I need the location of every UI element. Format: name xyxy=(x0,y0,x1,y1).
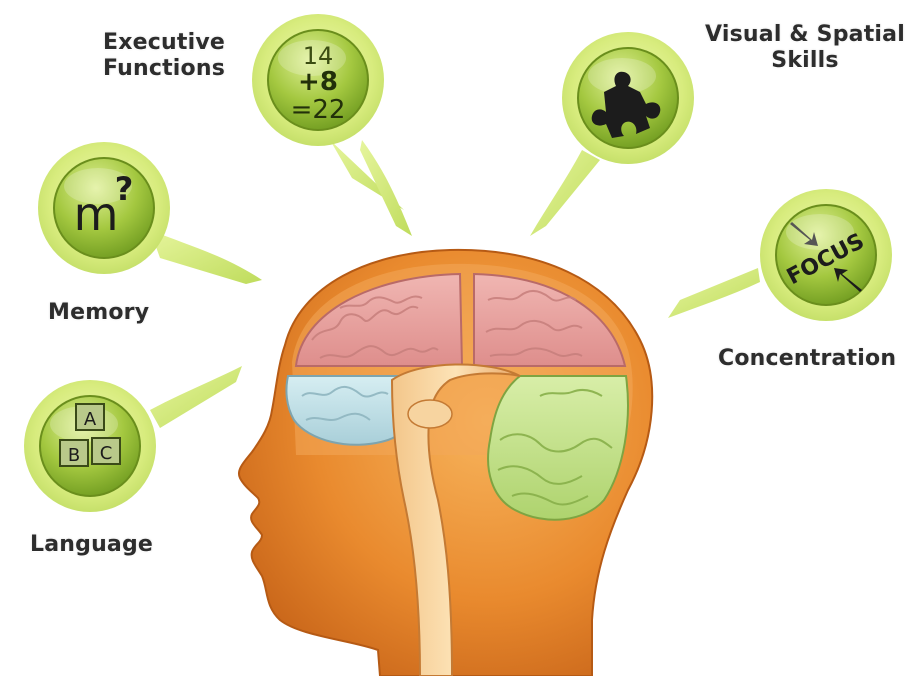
executive-functions-bubble: 14 +8 =22 xyxy=(252,14,412,236)
concentration-label: Concentration xyxy=(718,346,897,371)
brain-cerebellum xyxy=(487,375,629,521)
arrow-up-left-icon xyxy=(834,268,862,292)
block-a-text: A xyxy=(84,409,97,430)
puzzle-piece-icon xyxy=(591,71,661,138)
executive-functions-label-line1: Executive xyxy=(103,30,225,55)
language-label: Language xyxy=(30,532,154,557)
visual-spatial-label: Visual & Spatial Skills xyxy=(692,22,918,74)
memory-label: Memory xyxy=(48,300,150,325)
executive-functions-label: Executive Functions xyxy=(84,30,244,82)
math-bottom-text: =22 xyxy=(291,95,346,125)
block-c-text: C xyxy=(100,443,113,464)
memory-bubble: m ? xyxy=(38,142,262,284)
math-middle-text: +8 xyxy=(298,67,338,97)
alphabet-blocks-icon: A B C xyxy=(59,403,121,467)
concentration-bubble: FOCUS xyxy=(668,189,892,321)
executive-functions-label-line2: Functions xyxy=(102,56,226,81)
question-mark-icon: ? xyxy=(115,170,134,208)
math-top-text: 14 xyxy=(303,42,334,70)
visual-spatial-label-line2: Skills xyxy=(771,48,839,73)
arrow-down-right-icon xyxy=(790,222,818,246)
visual-spatial-label-line1: Visual & Spatial xyxy=(705,22,905,47)
visual-spatial-bubble xyxy=(530,32,694,236)
memory-glyph-icon: m xyxy=(74,187,119,241)
brain-stem xyxy=(390,363,521,676)
brain-upper-lobes xyxy=(294,272,627,367)
language-bubble: A B C xyxy=(24,366,242,512)
block-b-text: B xyxy=(68,445,80,466)
